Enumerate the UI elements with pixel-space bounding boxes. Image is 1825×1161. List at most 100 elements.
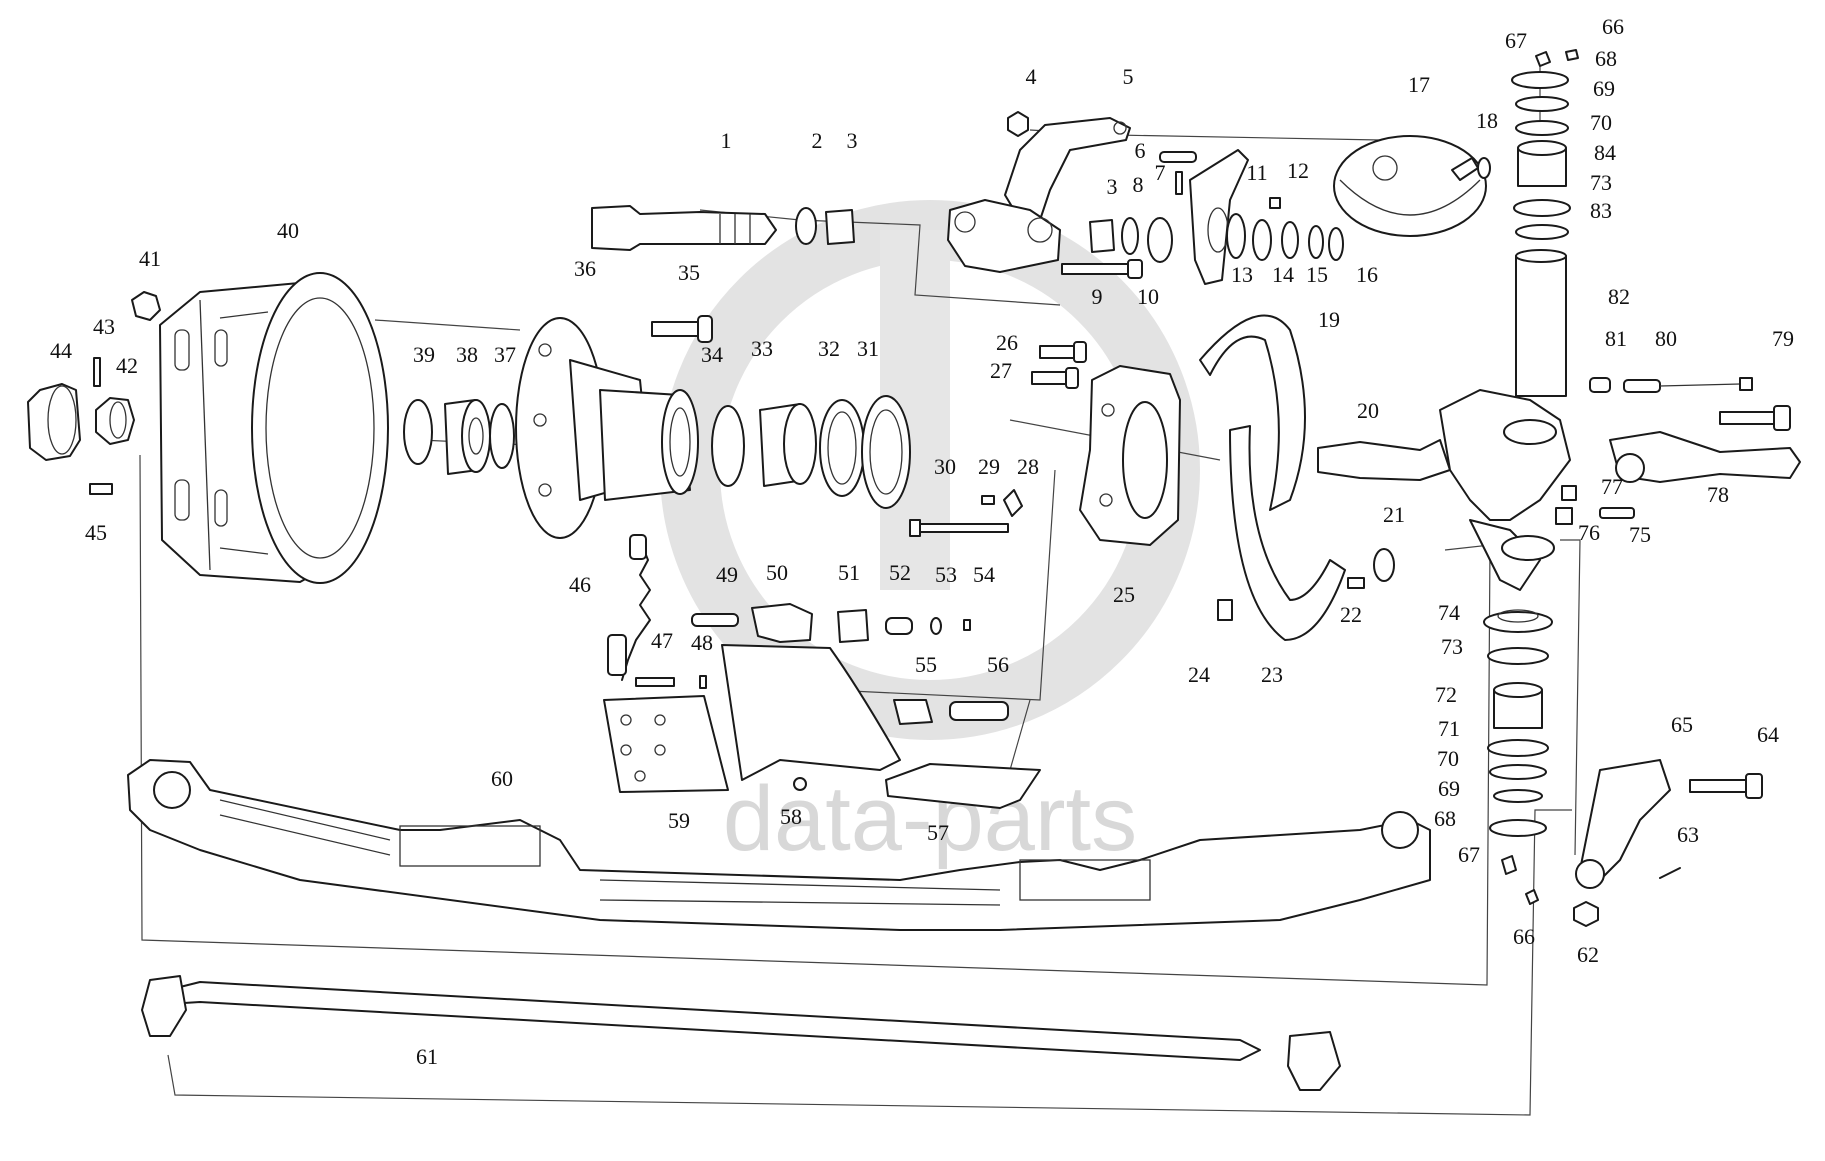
- pin-6: [1159, 151, 1197, 163]
- callout-4: 4: [1026, 64, 1037, 89]
- pin-49: [691, 613, 739, 627]
- brake-spider-25: [1079, 365, 1181, 546]
- callout-28: 28: [1017, 454, 1039, 479]
- callout-14: 14: [1272, 262, 1294, 287]
- shaft-1: [591, 205, 777, 251]
- callout-84: 84: [1594, 140, 1616, 165]
- plate-57: [885, 763, 1041, 809]
- callout-60: 60: [491, 766, 513, 791]
- bushing-84: [1517, 140, 1567, 187]
- pin-47: [635, 677, 675, 687]
- pin-56: [949, 701, 1009, 721]
- callout-61: 61: [416, 1044, 438, 1069]
- roller-51: [837, 609, 869, 643]
- washer-70-top: [1515, 120, 1569, 136]
- callout-51: 51: [838, 560, 860, 585]
- callout-46: 46: [569, 572, 591, 597]
- callout-12: 12: [1287, 158, 1309, 183]
- callout-19: 19: [1318, 307, 1340, 332]
- callout-7: 7: [1155, 160, 1166, 185]
- bolt-9: [1061, 259, 1143, 279]
- callout-5: 5: [1123, 64, 1134, 89]
- callout-77: 77: [1601, 474, 1623, 499]
- callout-24: 24: [1188, 662, 1210, 687]
- callout-67: 67: [1458, 842, 1480, 867]
- pin-75: [1599, 507, 1635, 519]
- seal-31: [861, 395, 911, 509]
- ring-34: [711, 405, 745, 487]
- clip-54: [963, 619, 971, 631]
- callout-73: 73: [1441, 634, 1463, 659]
- callout-47: 47: [651, 628, 673, 653]
- sensor-80: [1623, 377, 1753, 393]
- callout-25: 25: [1113, 582, 1135, 607]
- nipple-12: [1269, 197, 1281, 209]
- callout-3b: 3: [1107, 174, 1118, 199]
- adjuster-body: [947, 199, 1061, 273]
- bolt-30: [909, 519, 1009, 537]
- callout-80: 80: [1655, 326, 1677, 351]
- callout-81: 81: [1605, 326, 1627, 351]
- callout-2: 2: [812, 128, 823, 153]
- callout-15: 15: [1306, 262, 1328, 287]
- callout-11: 11: [1246, 160, 1267, 185]
- callout-18: 18: [1476, 108, 1498, 133]
- callout-56: 56: [987, 652, 1009, 677]
- ring-37: [489, 403, 515, 469]
- snap-ring-68-bottom: [1489, 819, 1547, 837]
- ring-2: [795, 207, 817, 245]
- seal-10: [1147, 217, 1173, 263]
- bolt-22: [1347, 577, 1365, 589]
- callout-13: 13: [1231, 262, 1253, 287]
- bolt-27: [1031, 367, 1079, 389]
- nipple-66-top: [1565, 49, 1579, 61]
- callout-50: 50: [766, 560, 788, 585]
- callout-17: 17: [1408, 72, 1430, 97]
- ring-15: [1281, 221, 1299, 259]
- clip-24: [1217, 599, 1233, 621]
- bolt-64: [1689, 773, 1763, 799]
- callout-22: 22: [1340, 602, 1362, 627]
- callout-40: 40: [277, 218, 299, 243]
- callout-26: 26: [996, 330, 1018, 355]
- cotter-63: [1659, 867, 1681, 879]
- callout-43: 43: [93, 314, 115, 339]
- callout-53: 53: [935, 562, 957, 587]
- callout-33: 33: [751, 336, 773, 361]
- bolt-79: [1719, 405, 1791, 431]
- axle-beam-60: [127, 759, 1431, 931]
- ring-16: [1308, 225, 1324, 259]
- hub-cap: [27, 383, 81, 461]
- callout-58: 58: [780, 804, 802, 829]
- callout-30: 30: [934, 454, 956, 479]
- seal-73-bottom: [1487, 647, 1549, 665]
- callout-73top: 73: [1590, 170, 1612, 195]
- seal-73-top: [1513, 199, 1571, 217]
- callout-6: 6: [1135, 138, 1146, 163]
- callout-45: 45: [85, 520, 107, 545]
- callout-3: 3: [847, 128, 858, 153]
- bushing-72: [1493, 682, 1543, 729]
- bearing-38: [444, 399, 491, 475]
- callout-69top: 69: [1593, 76, 1615, 101]
- callout-27: 27: [990, 358, 1012, 383]
- nut-18: [1477, 157, 1491, 179]
- callout-39: 39: [413, 342, 435, 367]
- callout-1: 1: [721, 128, 732, 153]
- washer-13: [1226, 213, 1246, 259]
- callout-31: 31: [857, 336, 879, 361]
- ring-71: [1487, 739, 1549, 757]
- callout-59: 59: [668, 808, 690, 833]
- callout-8: 8: [1133, 172, 1144, 197]
- callout-65: 65: [1671, 712, 1693, 737]
- callout-35: 35: [678, 260, 700, 285]
- callout-75: 75: [1629, 522, 1651, 547]
- callout-63: 63: [1677, 822, 1699, 847]
- slack-adjuster-11: [1189, 149, 1249, 285]
- wheel-nut-41: [131, 291, 161, 321]
- rivet-58: [793, 777, 807, 791]
- callout-68: 68: [1434, 806, 1456, 831]
- snap-ring-68-top: [1511, 71, 1569, 89]
